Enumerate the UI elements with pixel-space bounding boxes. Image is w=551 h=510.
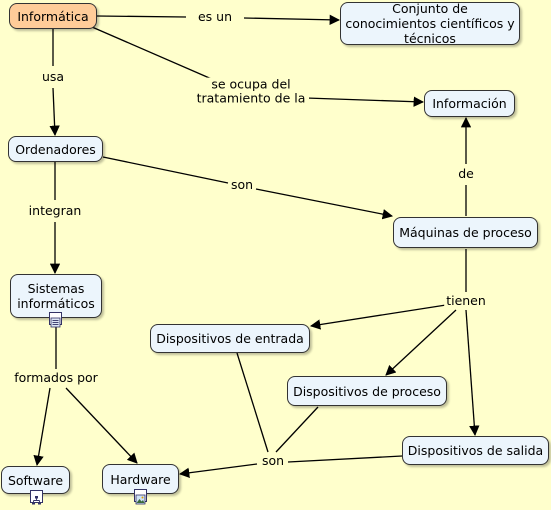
link-label-de: de <box>456 165 476 182</box>
line-salida-son <box>287 455 403 463</box>
link-label-integran: integran <box>26 202 84 219</box>
node-hardware[interactable]: Hardware <box>102 464 179 494</box>
link-label-formados-por: formados por <box>12 369 100 386</box>
line-formadospor-hardware <box>65 387 138 464</box>
node-software[interactable]: Software <box>1 466 70 494</box>
node-informatica[interactable]: Informática <box>9 3 97 29</box>
link-label-se-ocupa: se ocupa del tratamiento de la <box>193 77 309 107</box>
link-label-tienen: tienen <box>444 292 488 309</box>
image-icon[interactable] <box>134 489 147 505</box>
node-conjunto-conocimientos[interactable]: Conjunto de conocimientos científicos y … <box>340 1 520 46</box>
link-label-es-un: es un <box>195 8 235 25</box>
line-tienen-salida <box>465 309 480 437</box>
hierarchy-icon[interactable] <box>30 490 43 505</box>
line-informatica-esun <box>96 15 187 18</box>
line-seocupa-informacion <box>305 96 425 107</box>
line-esun-conjunto <box>243 14 341 26</box>
node-ordenadores[interactable]: Ordenadores <box>8 136 103 162</box>
node-dispositivos-entrada[interactable]: Dispositivos de entrada <box>150 324 310 353</box>
node-dispositivos-proceso[interactable]: Dispositivos de proceso <box>287 376 447 406</box>
line-proceso-son <box>275 406 319 453</box>
line-tienen-entrada <box>309 304 447 330</box>
line-ordenadores-son <box>102 156 229 184</box>
node-maquinas-proceso[interactable]: Máquinas de proceso <box>393 217 538 248</box>
link-label-son-ordenadores: son <box>228 176 256 193</box>
line-son-hardware <box>178 463 258 478</box>
line-informatica-seocupa <box>91 26 215 81</box>
line-usa-ordenadores <box>49 87 60 137</box>
node-sistemas-informaticos[interactable]: Sistemas informáticos <box>10 274 102 318</box>
line-entrada-son <box>236 352 269 453</box>
node-dispositivos-salida[interactable]: Dispositivos de salida <box>402 436 549 465</box>
link-label-usa: usa <box>39 68 67 85</box>
node-informacion[interactable]: Información <box>424 90 515 117</box>
link-label-son-hardware: son <box>259 452 287 469</box>
line-son-maquinas <box>255 188 394 220</box>
line-tienen-proceso <box>385 309 457 376</box>
document-list-icon[interactable] <box>49 312 62 328</box>
line-formadospor-software <box>33 387 51 467</box>
